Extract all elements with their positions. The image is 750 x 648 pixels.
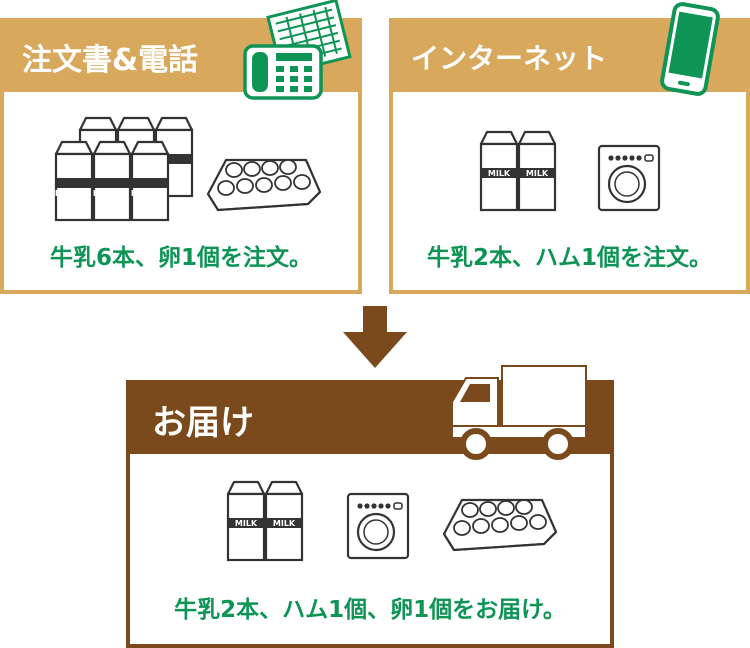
egg-carton-icon xyxy=(206,158,322,212)
delivery-panel-title: お届け xyxy=(152,402,254,443)
internet-caption: 牛乳2本、ハム1個を注文。 xyxy=(426,245,712,271)
delivery-caption: 牛乳2本、ハム1個、卵1個をお届け。 xyxy=(174,597,566,623)
milk-label: MILK xyxy=(55,189,78,198)
ham-package-icon xyxy=(597,144,661,212)
milk-label: MILK xyxy=(526,169,549,178)
delivery-truck-icon xyxy=(451,365,587,460)
ham-package-icon xyxy=(346,492,410,560)
order-form-caption: 牛乳6本、卵1個を注文。 xyxy=(49,245,312,271)
milk-cartons-2-icon: MILK MILK xyxy=(226,480,304,562)
fax-phone-icon xyxy=(243,44,323,100)
internet-panel-title: インターネット xyxy=(411,42,608,75)
milk-label: MILK xyxy=(131,189,154,198)
milk-label: MILK xyxy=(273,519,296,528)
smartphone-icon xyxy=(660,2,720,96)
milk-cartons-2-icon: MILK MILK xyxy=(479,130,557,212)
egg-carton-icon xyxy=(442,498,558,552)
milk-cartons-6-icon: MILK MILK MILK xyxy=(55,116,194,222)
milk-label: MILK xyxy=(93,189,116,198)
milk-label: MILK xyxy=(488,169,511,178)
arrow-down-icon xyxy=(343,306,407,368)
order-form-panel-title: 注文書&電話 xyxy=(22,43,199,78)
milk-label: MILK xyxy=(235,519,258,528)
